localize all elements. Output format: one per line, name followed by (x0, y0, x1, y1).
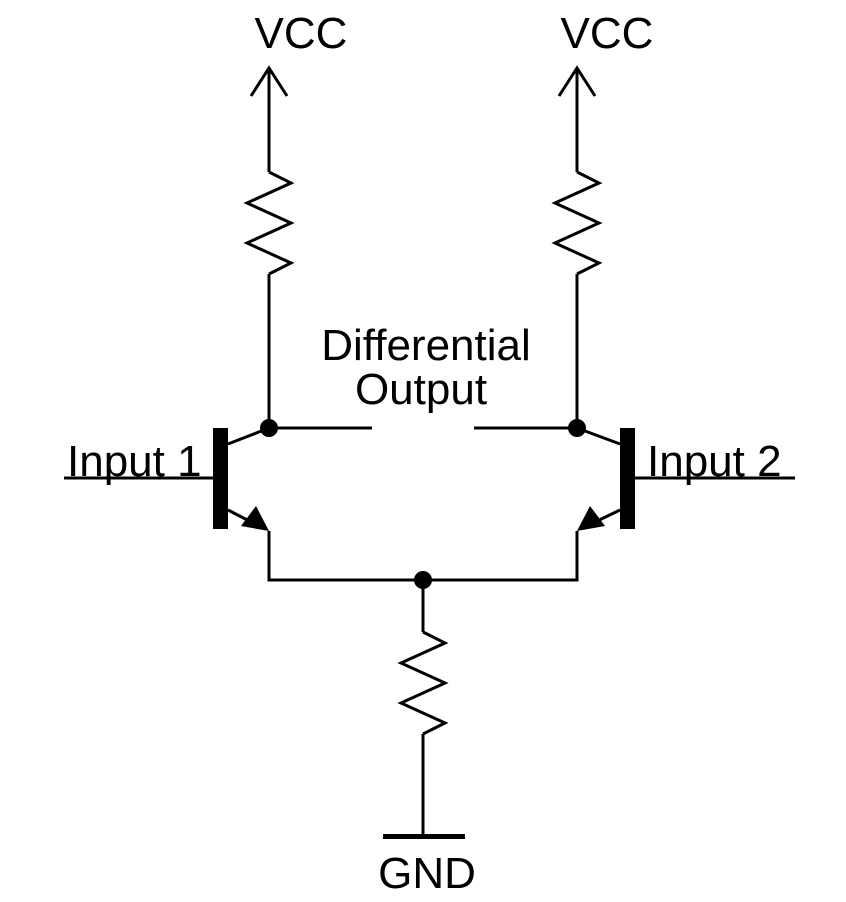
collector-resistor-right (551, 170, 603, 276)
npn-transistor-right (576, 426, 635, 531)
vcc-arrow-right (557, 65, 597, 172)
vcc-label-left: VCC (255, 9, 348, 58)
collector-resistor-left (243, 170, 295, 276)
input-label-1: Input 1 (67, 437, 202, 486)
tail-resistor (397, 630, 449, 736)
npn-transistor-left (213, 426, 270, 531)
ground-bar (383, 834, 465, 839)
output-label-line1: Differential (321, 321, 531, 370)
vcc-arrow-left (249, 65, 289, 172)
output-label-line2: Output (355, 365, 487, 414)
ground-label: GND (378, 849, 476, 898)
input-label-2: Input 2 (647, 437, 782, 486)
vcc-label-right: VCC (561, 9, 654, 58)
